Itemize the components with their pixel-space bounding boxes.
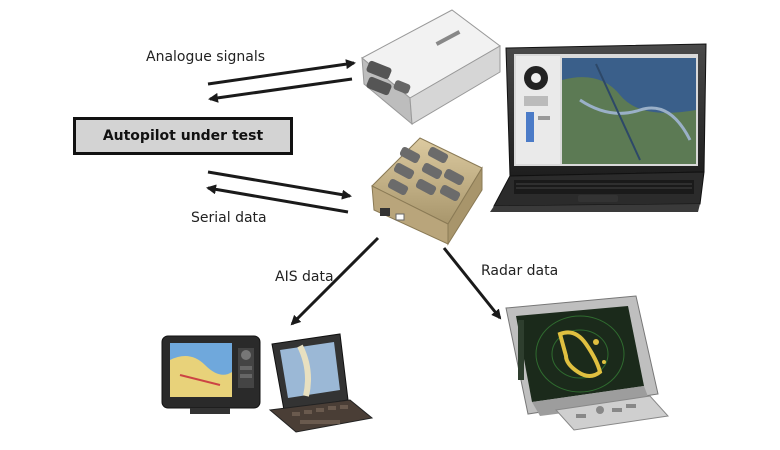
serial-data-arrows xyxy=(206,170,352,214)
serial-arrow-to-hub xyxy=(207,170,352,200)
radar-data-label: Radar data xyxy=(481,263,559,279)
analogue-signals-arrows xyxy=(207,59,356,103)
laptop-computer-icon xyxy=(490,43,707,212)
serial-data-label: Serial data xyxy=(191,210,267,226)
chartplotter-icon xyxy=(161,335,261,414)
analogue-arrow-to-autopilot xyxy=(208,77,353,103)
autopilot-box: Autopilot under test xyxy=(73,117,293,155)
analogue-arrow-to-box xyxy=(207,59,356,86)
ais-data-label: AIS data xyxy=(275,269,334,285)
serial-arrow-to-autopilot xyxy=(206,184,349,214)
analogue-signals-label: Analogue signals xyxy=(146,49,266,65)
analogue-interface-box-icon xyxy=(361,9,501,126)
handheld-navigator-icon xyxy=(268,333,374,433)
radar-data-arrow xyxy=(442,247,502,320)
autopilot-label: Autopilot under test xyxy=(102,128,264,144)
ais-data-arrow xyxy=(290,236,380,326)
radar-display-icon xyxy=(505,295,669,431)
serial-hub-icon xyxy=(371,137,483,246)
